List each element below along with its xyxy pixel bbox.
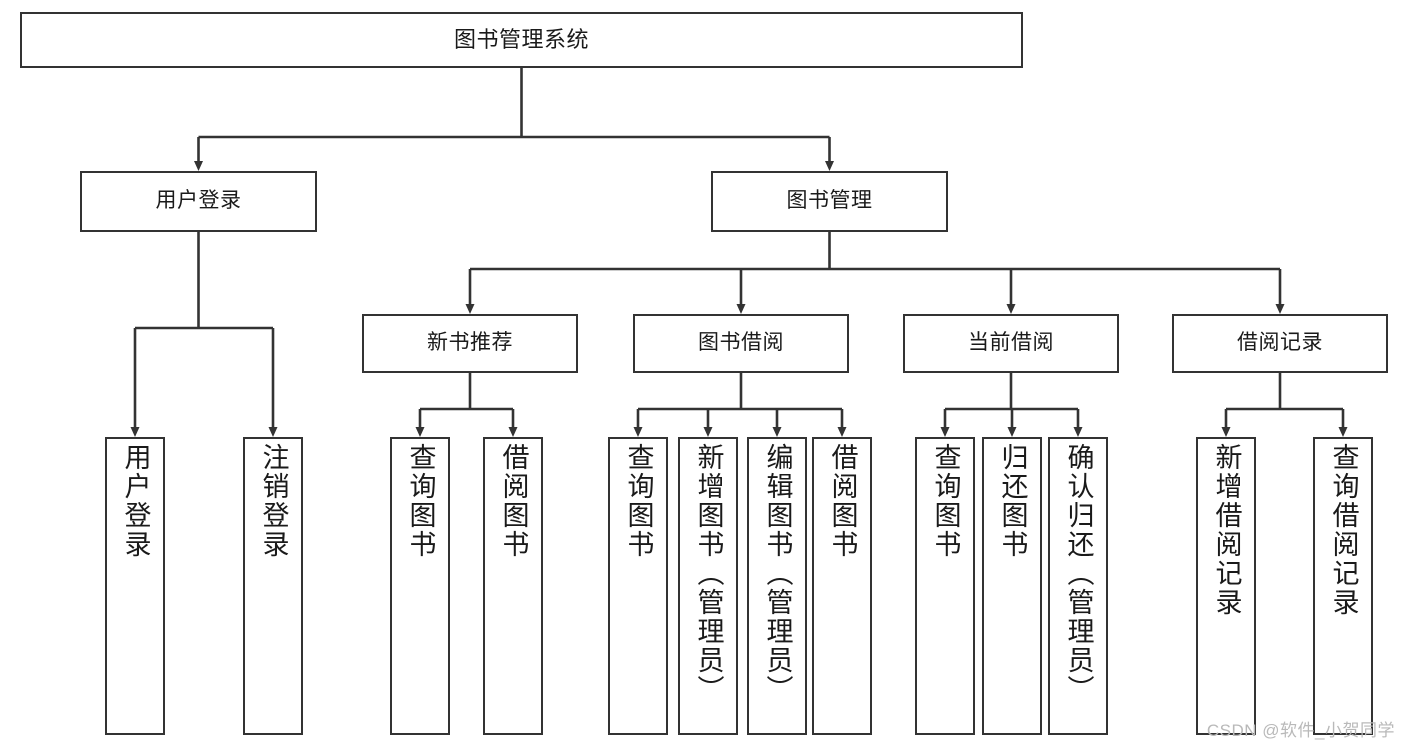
leaf-node-leaf-borrow-book-1[interactable]: 借阅图书 bbox=[483, 437, 543, 735]
node-label: 编辑图书（管理员） bbox=[762, 443, 793, 704]
leaf-node-leaf-return-book[interactable]: 归还图书 bbox=[982, 437, 1042, 735]
leaf-node-leaf-add-book[interactable]: 新增图书（管理员） bbox=[678, 437, 738, 735]
leaf-node-leaf-confirm-return[interactable]: 确认归还（管理员） bbox=[1048, 437, 1108, 735]
leaf-node-leaf-add-record[interactable]: 新增借阅记录 bbox=[1196, 437, 1256, 735]
node-label: 新书推荐 bbox=[427, 331, 513, 355]
node-label: 新增借阅记录 bbox=[1211, 443, 1242, 617]
tier2-node-book-manage[interactable]: 图书管理 bbox=[711, 171, 948, 232]
leaf-node-leaf-logout[interactable]: 注销登录 bbox=[243, 437, 303, 735]
root-node-book-management-system[interactable]: 图书管理系统 bbox=[20, 12, 1023, 68]
node-label: 借阅图书 bbox=[827, 443, 858, 559]
leaf-node-leaf-query-book-1[interactable]: 查询图书 bbox=[390, 437, 450, 735]
leaf-node-leaf-borrow-book-2[interactable]: 借阅图书 bbox=[812, 437, 872, 735]
node-label: 注销登录 bbox=[258, 443, 289, 559]
node-label: 当前借阅 bbox=[968, 331, 1054, 355]
node-label: 查询图书 bbox=[623, 443, 654, 559]
tier3-node-borrow-record[interactable]: 借阅记录 bbox=[1172, 314, 1388, 373]
node-label: 图书管理 bbox=[786, 189, 873, 213]
node-label: 图书管理系统 bbox=[453, 27, 589, 53]
tier2-node-user-login[interactable]: 用户登录 bbox=[80, 171, 317, 232]
csdn-watermark: CSDN @软件_小贺同学 bbox=[1206, 721, 1395, 740]
node-label: 归还图书 bbox=[997, 443, 1028, 559]
leaf-node-leaf-query-record[interactable]: 查询借阅记录 bbox=[1313, 437, 1373, 735]
leaf-node-leaf-edit-book[interactable]: 编辑图书（管理员） bbox=[747, 437, 807, 735]
node-label: 用户登录 bbox=[155, 189, 242, 213]
tier3-node-book-borrow[interactable]: 图书借阅 bbox=[633, 314, 849, 373]
leaf-node-leaf-query-book-2[interactable]: 查询图书 bbox=[608, 437, 668, 735]
node-label: 借阅记录 bbox=[1237, 331, 1323, 355]
tier3-node-new-book-recommend[interactable]: 新书推荐 bbox=[362, 314, 578, 373]
node-label: 查询图书 bbox=[930, 443, 961, 559]
leaf-node-leaf-query-book-3[interactable]: 查询图书 bbox=[915, 437, 975, 735]
node-label: 查询借阅记录 bbox=[1328, 443, 1359, 617]
node-label: 确认归还（管理员） bbox=[1063, 443, 1094, 704]
node-label: 新增图书（管理员） bbox=[693, 443, 724, 704]
node-label: 借阅图书 bbox=[498, 443, 529, 559]
node-label: 用户登录 bbox=[120, 443, 151, 559]
leaf-node-leaf-user-login[interactable]: 用户登录 bbox=[105, 437, 165, 735]
tier3-node-current-borrow[interactable]: 当前借阅 bbox=[903, 314, 1119, 373]
node-label: 查询图书 bbox=[405, 443, 436, 559]
node-label: 图书借阅 bbox=[698, 331, 784, 355]
